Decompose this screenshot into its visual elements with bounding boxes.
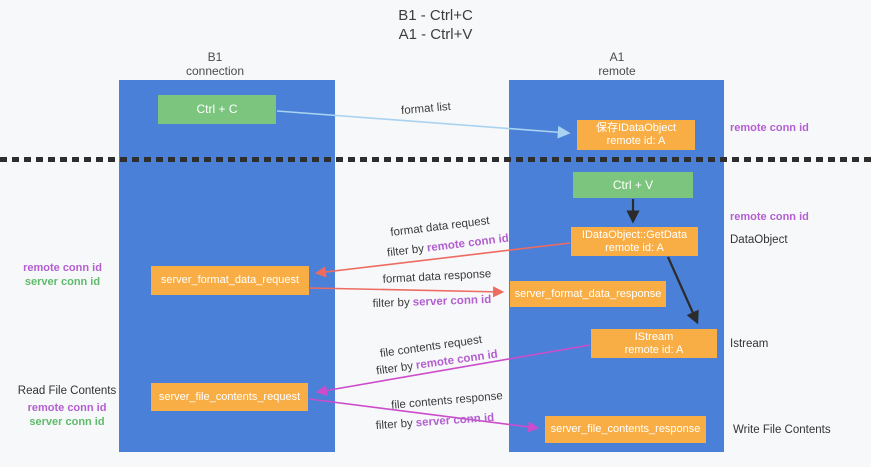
server-format-data-response-label: server_format_data_response bbox=[514, 287, 662, 300]
left-conn-id-group-2: Read File Contents remote conn id server… bbox=[8, 384, 126, 429]
server-format-data-response-box: server_format_data_response bbox=[510, 281, 666, 307]
getdata-box: IDataObject::GetData remote id: A bbox=[571, 227, 698, 256]
save-dataobject-box: 保存IDataObject remote id: A bbox=[577, 120, 695, 150]
server-format-data-request-label: server_format_data_request bbox=[160, 274, 300, 286]
left-column-header: B1 connection bbox=[150, 50, 280, 78]
ctrl-c-box: Ctrl + C bbox=[158, 95, 276, 124]
istream-box: IStream remote id: A bbox=[591, 329, 717, 358]
remote-conn-id-highlight: remote conn id bbox=[426, 232, 510, 255]
filter-by-text: filter by bbox=[375, 360, 414, 378]
right-column-header: A1 remote bbox=[552, 50, 682, 78]
server-file-contents-response-box: server_file_contents_response bbox=[545, 416, 706, 443]
getdata-line2: remote id: A bbox=[605, 241, 664, 254]
left-server-conn-id-1: server conn id bbox=[24, 276, 101, 288]
save-dataobject-line2: remote id: A bbox=[606, 135, 666, 147]
server-format-data-request-box: server_format_data_request bbox=[151, 266, 309, 295]
file-contents-response-label: file contents response bbox=[390, 390, 504, 412]
server-file-contents-request-label: server_file_contents_request bbox=[158, 390, 301, 403]
remote-conn-id-label-top: remote conn id bbox=[730, 122, 809, 134]
dataobject-label: DataObject bbox=[730, 234, 788, 246]
server-file-contents-request-box: server_file_contents_request bbox=[151, 383, 308, 411]
ctrl-c-label: Ctrl + C bbox=[196, 102, 238, 116]
filter-by-text: filter by bbox=[372, 296, 410, 311]
right-column-role: remote bbox=[598, 64, 636, 78]
left-remote-conn-id-2: remote conn id bbox=[27, 402, 107, 414]
istream-line2: remote id: A bbox=[624, 343, 684, 356]
left-column-name: B1 bbox=[207, 50, 223, 64]
diagram-title: B1 - Ctrl+C A1 - Ctrl+V bbox=[0, 6, 871, 44]
left-remote-conn-id-1: remote conn id bbox=[23, 262, 102, 274]
server-conn-id-highlight: server conn id bbox=[412, 293, 492, 309]
ctrl-v-box: Ctrl + V bbox=[573, 172, 693, 198]
save-dataobject-line1: 保存IDataObject bbox=[595, 122, 677, 134]
title-line-1: B1 - Ctrl+C bbox=[398, 7, 473, 24]
format-data-response-arrow bbox=[309, 286, 505, 298]
left-column-role: connection bbox=[185, 64, 245, 78]
ctrl-v-label: Ctrl + V bbox=[612, 177, 654, 192]
istream-side-label: Istream bbox=[730, 338, 769, 350]
format-list-label: format list bbox=[400, 100, 452, 118]
session-divider-dashed-line bbox=[0, 157, 871, 162]
right-column-name: A1 bbox=[609, 50, 625, 64]
getdata-line1: IDataObject::GetData bbox=[581, 228, 688, 241]
filter-by-text: filter by bbox=[386, 242, 425, 260]
read-file-contents-label: Read File Contents bbox=[17, 385, 117, 397]
left-conn-id-group-1: remote conn id server conn id bbox=[15, 261, 110, 289]
title-line-2: A1 - Ctrl+V bbox=[398, 26, 473, 43]
left-server-conn-id-2: server conn id bbox=[29, 416, 105, 428]
server-conn-id-highlight: server conn id bbox=[415, 411, 495, 430]
write-file-contents-label: Write File Contents bbox=[733, 424, 831, 436]
filter-by-text: filter by bbox=[375, 417, 414, 433]
format-data-response-label: format data response bbox=[382, 268, 492, 286]
server-file-contents-response-label: server_file_contents_response bbox=[550, 423, 701, 435]
remote-conn-id-label-mid: remote conn id bbox=[730, 211, 809, 223]
istream-line1: IStream bbox=[634, 330, 674, 343]
